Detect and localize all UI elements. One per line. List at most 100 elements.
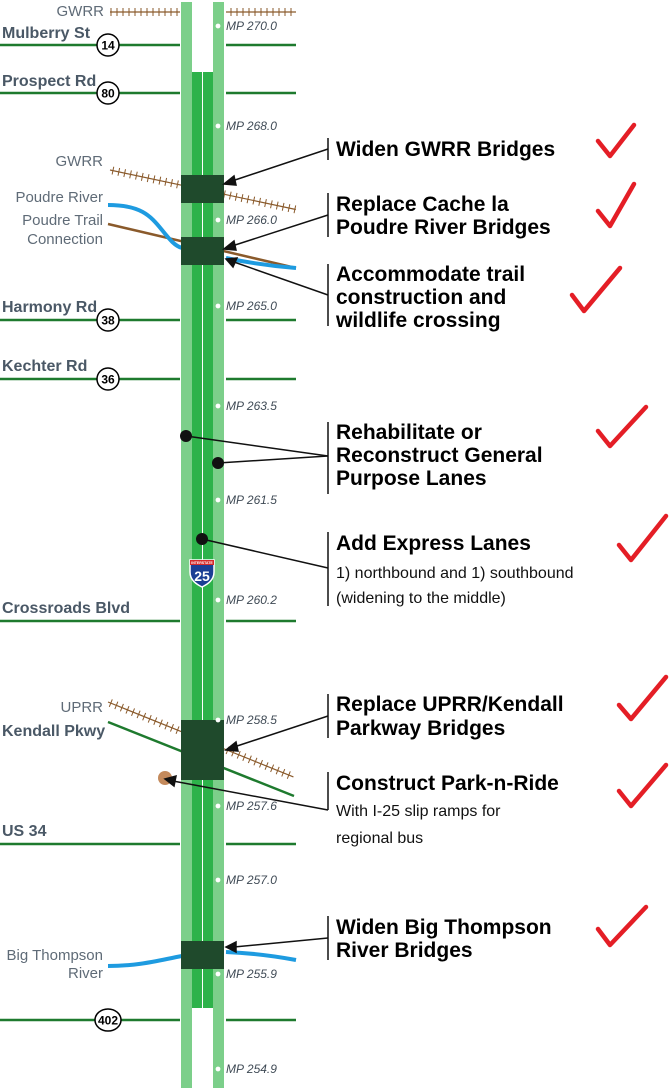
check-marks — [569, 122, 669, 948]
milepost-dot — [215, 803, 221, 809]
check-icon — [595, 404, 649, 449]
milepost-dot — [215, 497, 221, 503]
project-uprr-bridges-title-2: Parkway Bridges — [336, 717, 505, 740]
interstate-25-shield-icon: INTERSTATE 25 — [189, 559, 215, 588]
project-park-n-ride-sub-2: regional bus — [336, 830, 423, 847]
svg-text:402: 402 — [98, 1014, 118, 1028]
project-rehab-lanes-title-3: Purpose Lanes — [336, 467, 487, 490]
milepost-label: MP 266.0 — [226, 213, 277, 227]
project-express-lanes-sub-1: 1) northbound and 1) southbound — [336, 565, 574, 582]
i25-lanes — [181, 2, 224, 1088]
check-icon — [616, 762, 669, 809]
kendall-label: Kendall Pkwy — [2, 723, 105, 740]
project-rehab-lanes-title-1: Rehabilitate or — [336, 421, 482, 444]
northbound-outer-lane — [213, 2, 224, 1088]
shield-402: 402 — [94, 1008, 122, 1032]
poudre-trail-label-1: Poudre Trail — [22, 212, 103, 229]
shield-38: 38 — [96, 308, 120, 332]
poudre-bridge — [181, 237, 224, 265]
project-uprr-bridges-title-1: Replace UPRR/Kendall — [336, 693, 564, 716]
milepost-dot — [215, 23, 221, 29]
check-icon — [616, 513, 669, 563]
milepost-label: MP 268.0 — [226, 119, 277, 133]
check-icon — [595, 122, 637, 159]
milepost-dot — [215, 971, 221, 977]
project-poudre-bridges-title-1: Replace Cache la — [336, 193, 509, 216]
gwrr-bridge — [181, 175, 224, 203]
milepost-label: MP 270.0 — [226, 19, 277, 33]
leader-lines — [163, 138, 329, 960]
project-poudre-bridges-title-2: Poudre River Bridges — [336, 216, 551, 239]
milepost-dot — [215, 403, 221, 409]
mulberry-label: Mulberry St — [2, 25, 91, 42]
project-big-thompson-title-2: River Bridges — [336, 939, 473, 962]
milepost-dot — [215, 123, 221, 129]
poudre-trail-label-2: Connection — [27, 231, 103, 248]
harmony-label: Harmony Rd — [2, 299, 97, 316]
check-icon — [595, 904, 649, 948]
milepost-dot — [215, 597, 221, 603]
milepost-dot — [215, 303, 221, 309]
big-thompson-river-right — [225, 950, 297, 962]
big-thompson-label-2: River — [68, 965, 103, 982]
milepost-label: MP 258.5 — [226, 713, 277, 727]
project-park-n-ride-title: Construct Park-n-Ride — [336, 772, 559, 795]
kechter-label: Kechter Rd — [2, 358, 87, 375]
milepost-label: MP 261.5 — [226, 493, 277, 507]
crossroads-label: Crossroads Blvd — [2, 600, 130, 617]
mileposts: MP 270.0 MP 268.0 MP 266.0 MP 265.0 MP 263.5… — [215, 19, 277, 1076]
svg-text:38: 38 — [101, 314, 115, 328]
cross-roads — [0, 43, 296, 1022]
road-labels: Mulberry St Prospect Rd Harmony Rd Kecht… — [2, 25, 130, 840]
shield-36: 36 — [96, 367, 120, 391]
feature-labels: GWRR GWRR Poudre River Poudre Trail Conn… — [7, 3, 105, 982]
milepost-dot — [215, 717, 221, 723]
check-icon — [595, 181, 637, 229]
uprr-bridge — [181, 720, 224, 780]
prospect-label: Prospect Rd — [2, 73, 96, 90]
gwrr-top-label: GWRR — [57, 3, 105, 20]
poudre-river-left — [107, 203, 183, 250]
project-trail-wildlife-title-1: Accommodate trail — [336, 263, 525, 286]
big-thompson-river-left — [107, 954, 183, 968]
milepost-label: MP 260.2 — [226, 593, 277, 607]
milepost-dot — [215, 877, 221, 883]
svg-text:14: 14 — [101, 39, 115, 53]
shield-80: 80 — [96, 81, 120, 105]
project-express-lanes-sub-2: (widening to the middle) — [336, 590, 506, 607]
uprr-label: UPRR — [60, 699, 103, 716]
shield-14: 14 — [96, 33, 120, 57]
route-shields: 14 80 38 36 402 — [94, 33, 122, 1032]
check-icon — [616, 674, 669, 722]
project-trail-wildlife-title-3: wildlife crossing — [335, 309, 501, 332]
milepost-label: MP 263.5 — [226, 399, 277, 413]
big-thompson-label-1: Big Thompson — [7, 947, 103, 964]
project-gwrr-bridges-title: Widen GWRR Bridges — [336, 138, 555, 161]
rivers — [107, 203, 297, 968]
project-labels: Widen GWRR Bridges Replace Cache la Poud… — [335, 138, 574, 962]
us34-label: US 34 — [2, 823, 47, 840]
svg-text:80: 80 — [101, 87, 115, 101]
milepost-label: MP 257.0 — [226, 873, 277, 887]
interstate-shield-number: 25 — [194, 568, 210, 584]
milepost-label: MP 257.6 — [226, 799, 277, 813]
project-big-thompson-title-1: Widen Big Thompson — [336, 916, 552, 939]
project-rehab-lanes-title-2: Reconstruct General — [336, 444, 543, 467]
milepost-label: MP 254.9 — [226, 1062, 277, 1076]
milepost-dot — [215, 217, 221, 223]
big-thompson-bridge — [181, 941, 224, 969]
bridges — [181, 175, 224, 969]
project-trail-wildlife-title-2: construction and — [336, 286, 506, 309]
milepost-dot — [215, 1066, 221, 1072]
poudre-river-label: Poudre River — [15, 189, 103, 206]
milepost-label: MP 255.9 — [226, 967, 277, 981]
southbound-outer-lane — [181, 2, 192, 1088]
interstate-shield-top-text: INTERSTATE — [191, 561, 213, 565]
project-park-n-ride-sub-1: With I-25 slip ramps for — [336, 803, 501, 820]
gwrr-mid-label: GWRR — [56, 153, 104, 170]
project-express-lanes-title: Add Express Lanes — [336, 532, 531, 555]
svg-text:36: 36 — [101, 373, 115, 387]
milepost-label: MP 265.0 — [226, 299, 277, 313]
check-icon — [569, 265, 623, 314]
